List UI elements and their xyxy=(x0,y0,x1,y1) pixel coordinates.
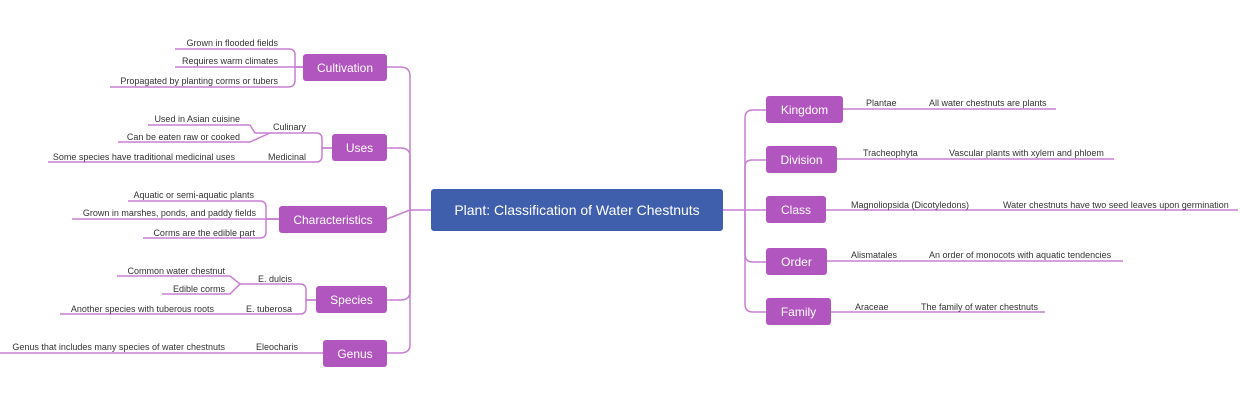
leaf-characteristics-1: Aquatic or semi-aquatic plants xyxy=(133,190,254,200)
link-dulcis-1 xyxy=(117,275,241,285)
leaf-dulcis-2: Edible corms xyxy=(172,284,225,294)
leaf-culinary-2: Can be eaten raw or cooked xyxy=(126,132,240,142)
link-medicinal xyxy=(48,147,332,163)
leaf-tuberosa-1: Another species with tuberous roots xyxy=(70,304,214,314)
branch-order[interactable]: Order xyxy=(766,248,827,275)
leaf-order-value: Alismatales xyxy=(851,250,898,260)
branch-uses[interactable]: Uses xyxy=(332,134,387,161)
link-cult-3 xyxy=(110,66,303,88)
link-uses xyxy=(387,147,411,210)
branch-family[interactable]: Family xyxy=(766,298,831,325)
branch-kingdom[interactable]: Kingdom xyxy=(766,96,843,123)
leaf-culinary: Culinary xyxy=(272,122,306,132)
branch-genus[interactable]: Genus xyxy=(323,340,387,367)
branch-characteristics[interactable]: Characteristics xyxy=(279,206,387,233)
link-characteristics xyxy=(386,209,411,220)
link-culinary-2 xyxy=(118,132,271,143)
leaf-order-note: An order of monocots with aquatic tenden… xyxy=(929,250,1112,260)
leaf-medicinal: Medicinal xyxy=(267,152,306,162)
link-dulcis xyxy=(240,283,316,301)
leaf-cultivation-1: Grown in flooded fields xyxy=(186,38,278,48)
leaf-family-value: Araceae xyxy=(855,302,889,312)
root-node[interactable]: Plant: Classification of Water Chestnuts xyxy=(431,189,723,231)
leaf-cultivation-3: Propagated by planting corms or tubers xyxy=(120,76,278,86)
leaf-dulcis: E. dulcis xyxy=(257,274,292,284)
leaf-tuberosa: E. tuberosa xyxy=(245,304,292,314)
leaf-dulcis-1: Common water chestnut xyxy=(127,266,225,276)
leaf-class-value: Magnoliopsida (Dicotyledons) xyxy=(851,200,970,210)
link-culinary-1 xyxy=(148,124,270,134)
link-char-3 xyxy=(143,218,279,239)
link-dulcis-2 xyxy=(162,283,241,295)
link-tuberosa xyxy=(60,299,316,315)
link-family xyxy=(744,210,766,313)
link-division xyxy=(744,159,766,210)
link-culinary xyxy=(270,132,332,149)
link-cultivation xyxy=(387,66,411,210)
link-cult-1 xyxy=(175,48,303,68)
leaf-division-note: Vascular plants with xylem and phloem xyxy=(949,148,1104,158)
leaf-cultivation-2: Requires warm climates xyxy=(181,56,278,66)
link-order xyxy=(744,210,766,263)
leaf-kingdom-value: Plantae xyxy=(866,98,897,108)
leaf-eleocharis: Eleocharis xyxy=(255,342,298,352)
branch-cultivation[interactable]: Cultivation xyxy=(303,54,387,81)
leaf-class-note: Water chestnuts have two seed leaves upo… xyxy=(1003,200,1229,210)
branch-species[interactable]: Species xyxy=(316,286,387,313)
leaf-division-value: Tracheophyta xyxy=(863,148,918,158)
branch-class[interactable]: Class xyxy=(766,196,826,223)
link-char-1 xyxy=(128,200,279,220)
branch-division[interactable]: Division xyxy=(766,146,837,173)
link-kingdom xyxy=(744,109,766,210)
leaf-family-note: The family of water chestnuts xyxy=(921,302,1039,312)
link-genus xyxy=(387,210,411,354)
leaf-culinary-1: Used in Asian cuisine xyxy=(154,114,240,124)
leaf-characteristics-2: Grown in marshes, ponds, and paddy field… xyxy=(82,208,256,218)
leaf-characteristics-3: Corms are the edible part xyxy=(153,228,255,238)
link-species xyxy=(387,210,411,301)
leaf-kingdom-note: All water chestnuts are plants xyxy=(929,98,1047,108)
leaf-eleocharis-1: Genus that includes many species of wate… xyxy=(12,342,225,352)
leaf-medicinal-1: Some species have traditional medicinal … xyxy=(52,152,235,162)
